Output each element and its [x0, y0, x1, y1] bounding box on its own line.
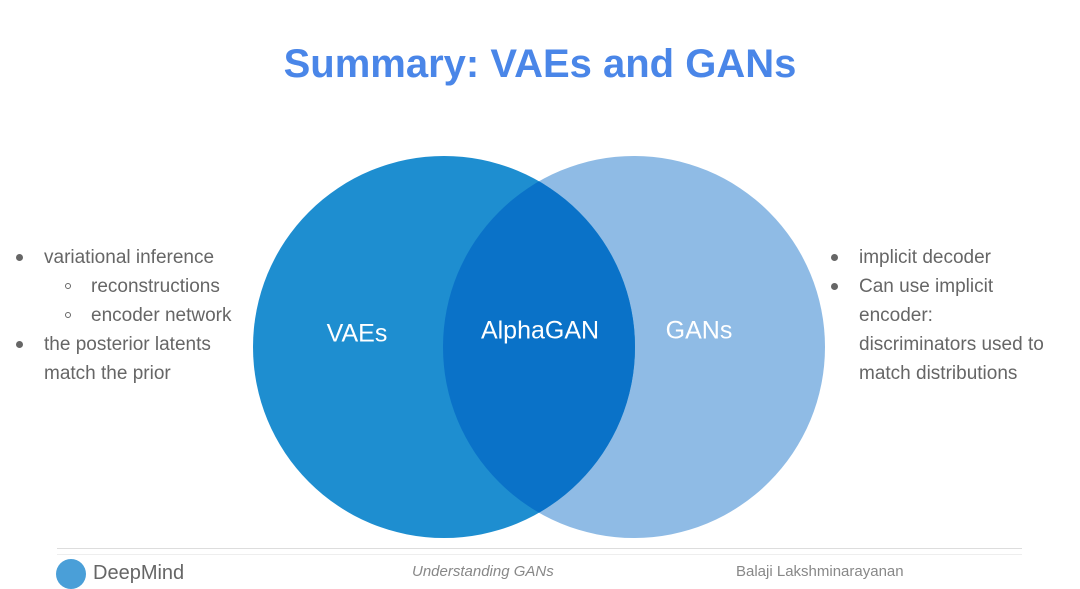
gans-properties-list: implicit decoder Can use implicit encode… — [829, 243, 1079, 388]
footer-divider-secondary — [57, 554, 1022, 555]
list-item: variational inference — [14, 243, 264, 272]
venn-diagram — [253, 156, 825, 538]
deepmind-logo-text: DeepMind — [93, 562, 185, 584]
footer-talk-title: Understanding GANs — [412, 563, 554, 580]
list-item: the posterior latents match the prior — [14, 330, 264, 388]
overlap-region — [443, 156, 635, 538]
sub-list-item: reconstructions — [14, 272, 264, 301]
vaes-label: VAEs — [326, 319, 388, 348]
list-item: implicit decoder — [829, 243, 1079, 272]
slide-title: Summary: VAEs and GANs — [283, 42, 797, 86]
list-item: Can use implicit encoder: discriminators… — [829, 272, 1079, 388]
gans-label: GANs — [665, 316, 733, 345]
footer-author: Balaji Lakshminarayanan — [736, 563, 904, 580]
deepmind-logo-icon — [56, 559, 86, 589]
alphagan-label: AlphaGAN — [480, 316, 600, 345]
vaes-properties-list: variational inference reconstructions en… — [14, 243, 264, 388]
sub-list-item: encoder network — [14, 301, 264, 330]
footer-divider — [57, 548, 1022, 549]
